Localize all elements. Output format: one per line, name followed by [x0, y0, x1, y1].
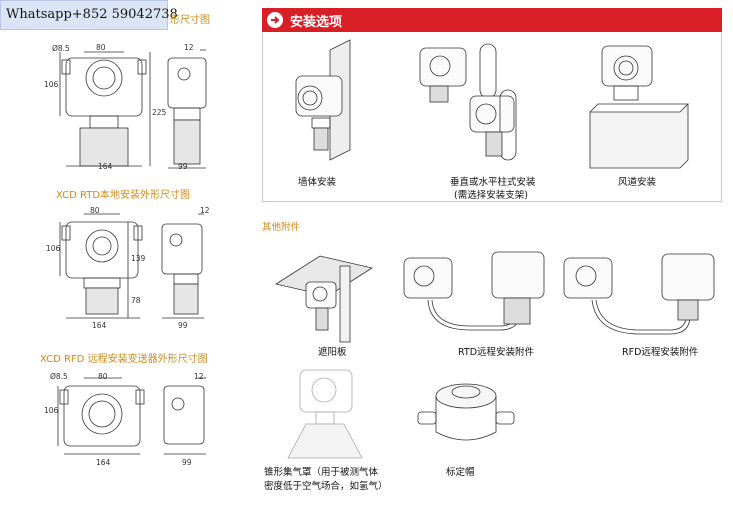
rtd-remote-kit-illustration: [403, 251, 545, 331]
caption-wall-mount: 墙体安装: [298, 177, 337, 188]
caption-calibration-cap: 标定帽: [446, 467, 475, 478]
wall-mount-illustration: [295, 39, 351, 161]
dim-106-1: 106: [44, 80, 59, 89]
drawing-title-1: 形尺寸图: [170, 15, 210, 26]
dim-12-2: 12: [200, 206, 210, 215]
caption-cone-line2: 密度低于空气场合，如氢气）: [264, 481, 388, 492]
dim-225-1: 225: [152, 108, 167, 117]
sun-shade-illustration: [274, 255, 374, 343]
dim-78-2: 78: [131, 296, 141, 305]
caption-rtd-kit: RTD远程安装附件: [458, 347, 535, 358]
cone-collector-illustration: [287, 369, 363, 459]
duct-mount-illustration: [589, 45, 689, 169]
dim-164-3: 164: [96, 458, 111, 467]
drawing-1-front: [59, 51, 151, 167]
drawing-title-3: XCD RFD 远程安装变送器外形尺寸图: [40, 354, 208, 365]
drawing-1-side: [167, 49, 207, 169]
dim-106-3: 106: [44, 406, 59, 415]
dim-80-2: 80: [90, 206, 100, 215]
install-options-header: [262, 8, 722, 32]
dim-164-1: 164: [98, 162, 113, 171]
caption-pole-mount: 垂直或水平柱式安装: [450, 177, 536, 188]
whatsapp-contact: Whatsapp+852 59042738: [0, 0, 178, 30]
drawing-2-front: [59, 213, 143, 319]
dim-99-2: 99: [178, 321, 188, 330]
dim-diameter-1: Ø8.5: [52, 44, 70, 53]
install-options-title: 安装选项: [290, 15, 343, 30]
arrow-circle-icon: [267, 12, 283, 28]
caption-sun-shade: 遮阳板: [318, 347, 347, 358]
drawing-title-2: XCD RTD本地安装外形尺寸图: [56, 190, 191, 201]
dim-99-3: 99: [182, 458, 192, 467]
dim-164-2: 164: [92, 321, 107, 330]
pole-mount-illustration: [419, 43, 517, 161]
dim-99-1: 99: [178, 162, 188, 171]
drawing-2-side: [161, 213, 204, 319]
dim-106-2: 106: [46, 244, 61, 253]
dim-12-1: 12: [184, 43, 194, 52]
drawing-3-side: [163, 377, 206, 455]
caption-rfd-kit: RFD远程安装附件: [622, 347, 699, 358]
calibration-cap-illustration: [417, 383, 515, 441]
dim-80-1: 80: [96, 43, 106, 52]
rfd-remote-kit-illustration: [563, 253, 715, 335]
dim-12-3: 12: [194, 372, 204, 381]
accessories-title: 其他附件: [262, 222, 301, 233]
caption-duct-mount: 风道安装: [618, 177, 657, 188]
caption-pole-note: (需选择安装支架): [454, 190, 528, 201]
dim-80-3: 80: [98, 372, 108, 381]
dim-139-2: 139: [131, 254, 146, 263]
caption-cone-line1: 锥形集气罩（用于被测气体: [264, 467, 379, 478]
dim-diameter-3: Ø8.5: [50, 372, 68, 381]
drawing-3-front: [57, 377, 145, 455]
